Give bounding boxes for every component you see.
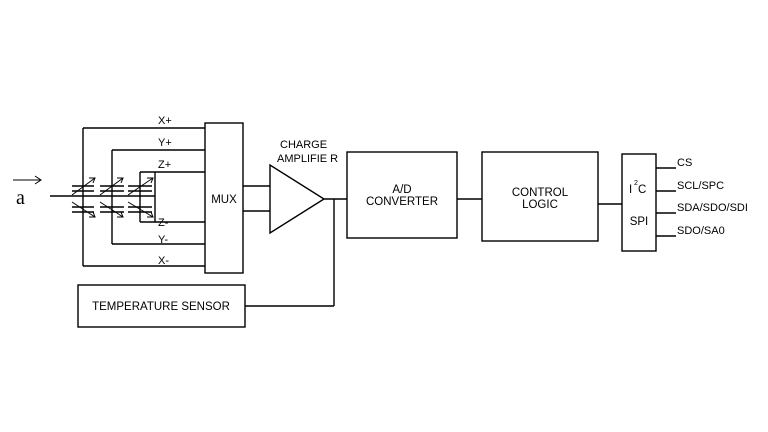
adc-block [346, 151, 458, 239]
variable-arrow-head [117, 177, 124, 184]
interface-block [621, 153, 657, 252]
variable-arrow [71, 177, 96, 196]
interface-spi: SPI [630, 216, 649, 228]
variable-arrow [99, 177, 124, 196]
amp-label-1: CHARGE [280, 139, 327, 151]
variable-arrow [99, 201, 124, 218]
interface-i2c-c: C [638, 184, 646, 196]
interface-i2c-i: I [629, 184, 632, 196]
label-x-plus: X+ [158, 115, 172, 127]
sensing-element [71, 127, 205, 267]
adc-label-2: CONVERTER [366, 196, 438, 208]
label-x-minus: X- [158, 255, 169, 267]
charge-amplifier [269, 163, 326, 235]
mux-block [204, 122, 244, 274]
temperature-sensor-label: TEMPERATURE SENSOR [92, 301, 230, 313]
acceleration-vector: a [13, 175, 42, 209]
pin-label-scl-spc: SCL/SPC [677, 180, 724, 192]
label-z-plus: Z+ [158, 159, 171, 171]
control-logic-block [481, 151, 599, 242]
pin-label-cs: CS [677, 157, 692, 169]
acceleration-symbol: a [16, 187, 25, 209]
lower-capacitors [71, 201, 154, 218]
variable-arrow-head [89, 177, 96, 184]
variable-arrow [127, 177, 154, 196]
upper-capacitors [71, 177, 154, 196]
variable-arrow-head [147, 177, 154, 184]
mux-label: MUX [211, 194, 237, 206]
label-y-plus: Y+ [158, 137, 172, 149]
label-z-minus: Z- [158, 217, 169, 229]
interface-i2c-sup: 2 [634, 180, 638, 187]
variable-arrow [127, 201, 154, 218]
temperature-sensor-block [77, 284, 246, 328]
pin-label-sda-sdo-sdi: SDA/SDO/SDI [677, 202, 748, 214]
variable-arrow-head [117, 211, 124, 218]
variable-arrow-head [147, 211, 154, 218]
variable-arrow-head [89, 211, 96, 218]
adc-label-1: A/D [392, 184, 411, 196]
control-label-1: CONTROL [512, 187, 569, 199]
variable-arrow [71, 201, 96, 218]
label-y-minus: Y- [158, 234, 168, 246]
amp-label-2: AMPLIFIE R [277, 153, 338, 165]
pin-label-sdo-sa0: SDO/SA0 [677, 225, 725, 237]
vector-arrow-head [34, 175, 42, 185]
control-label-2: LOGIC [522, 199, 558, 211]
